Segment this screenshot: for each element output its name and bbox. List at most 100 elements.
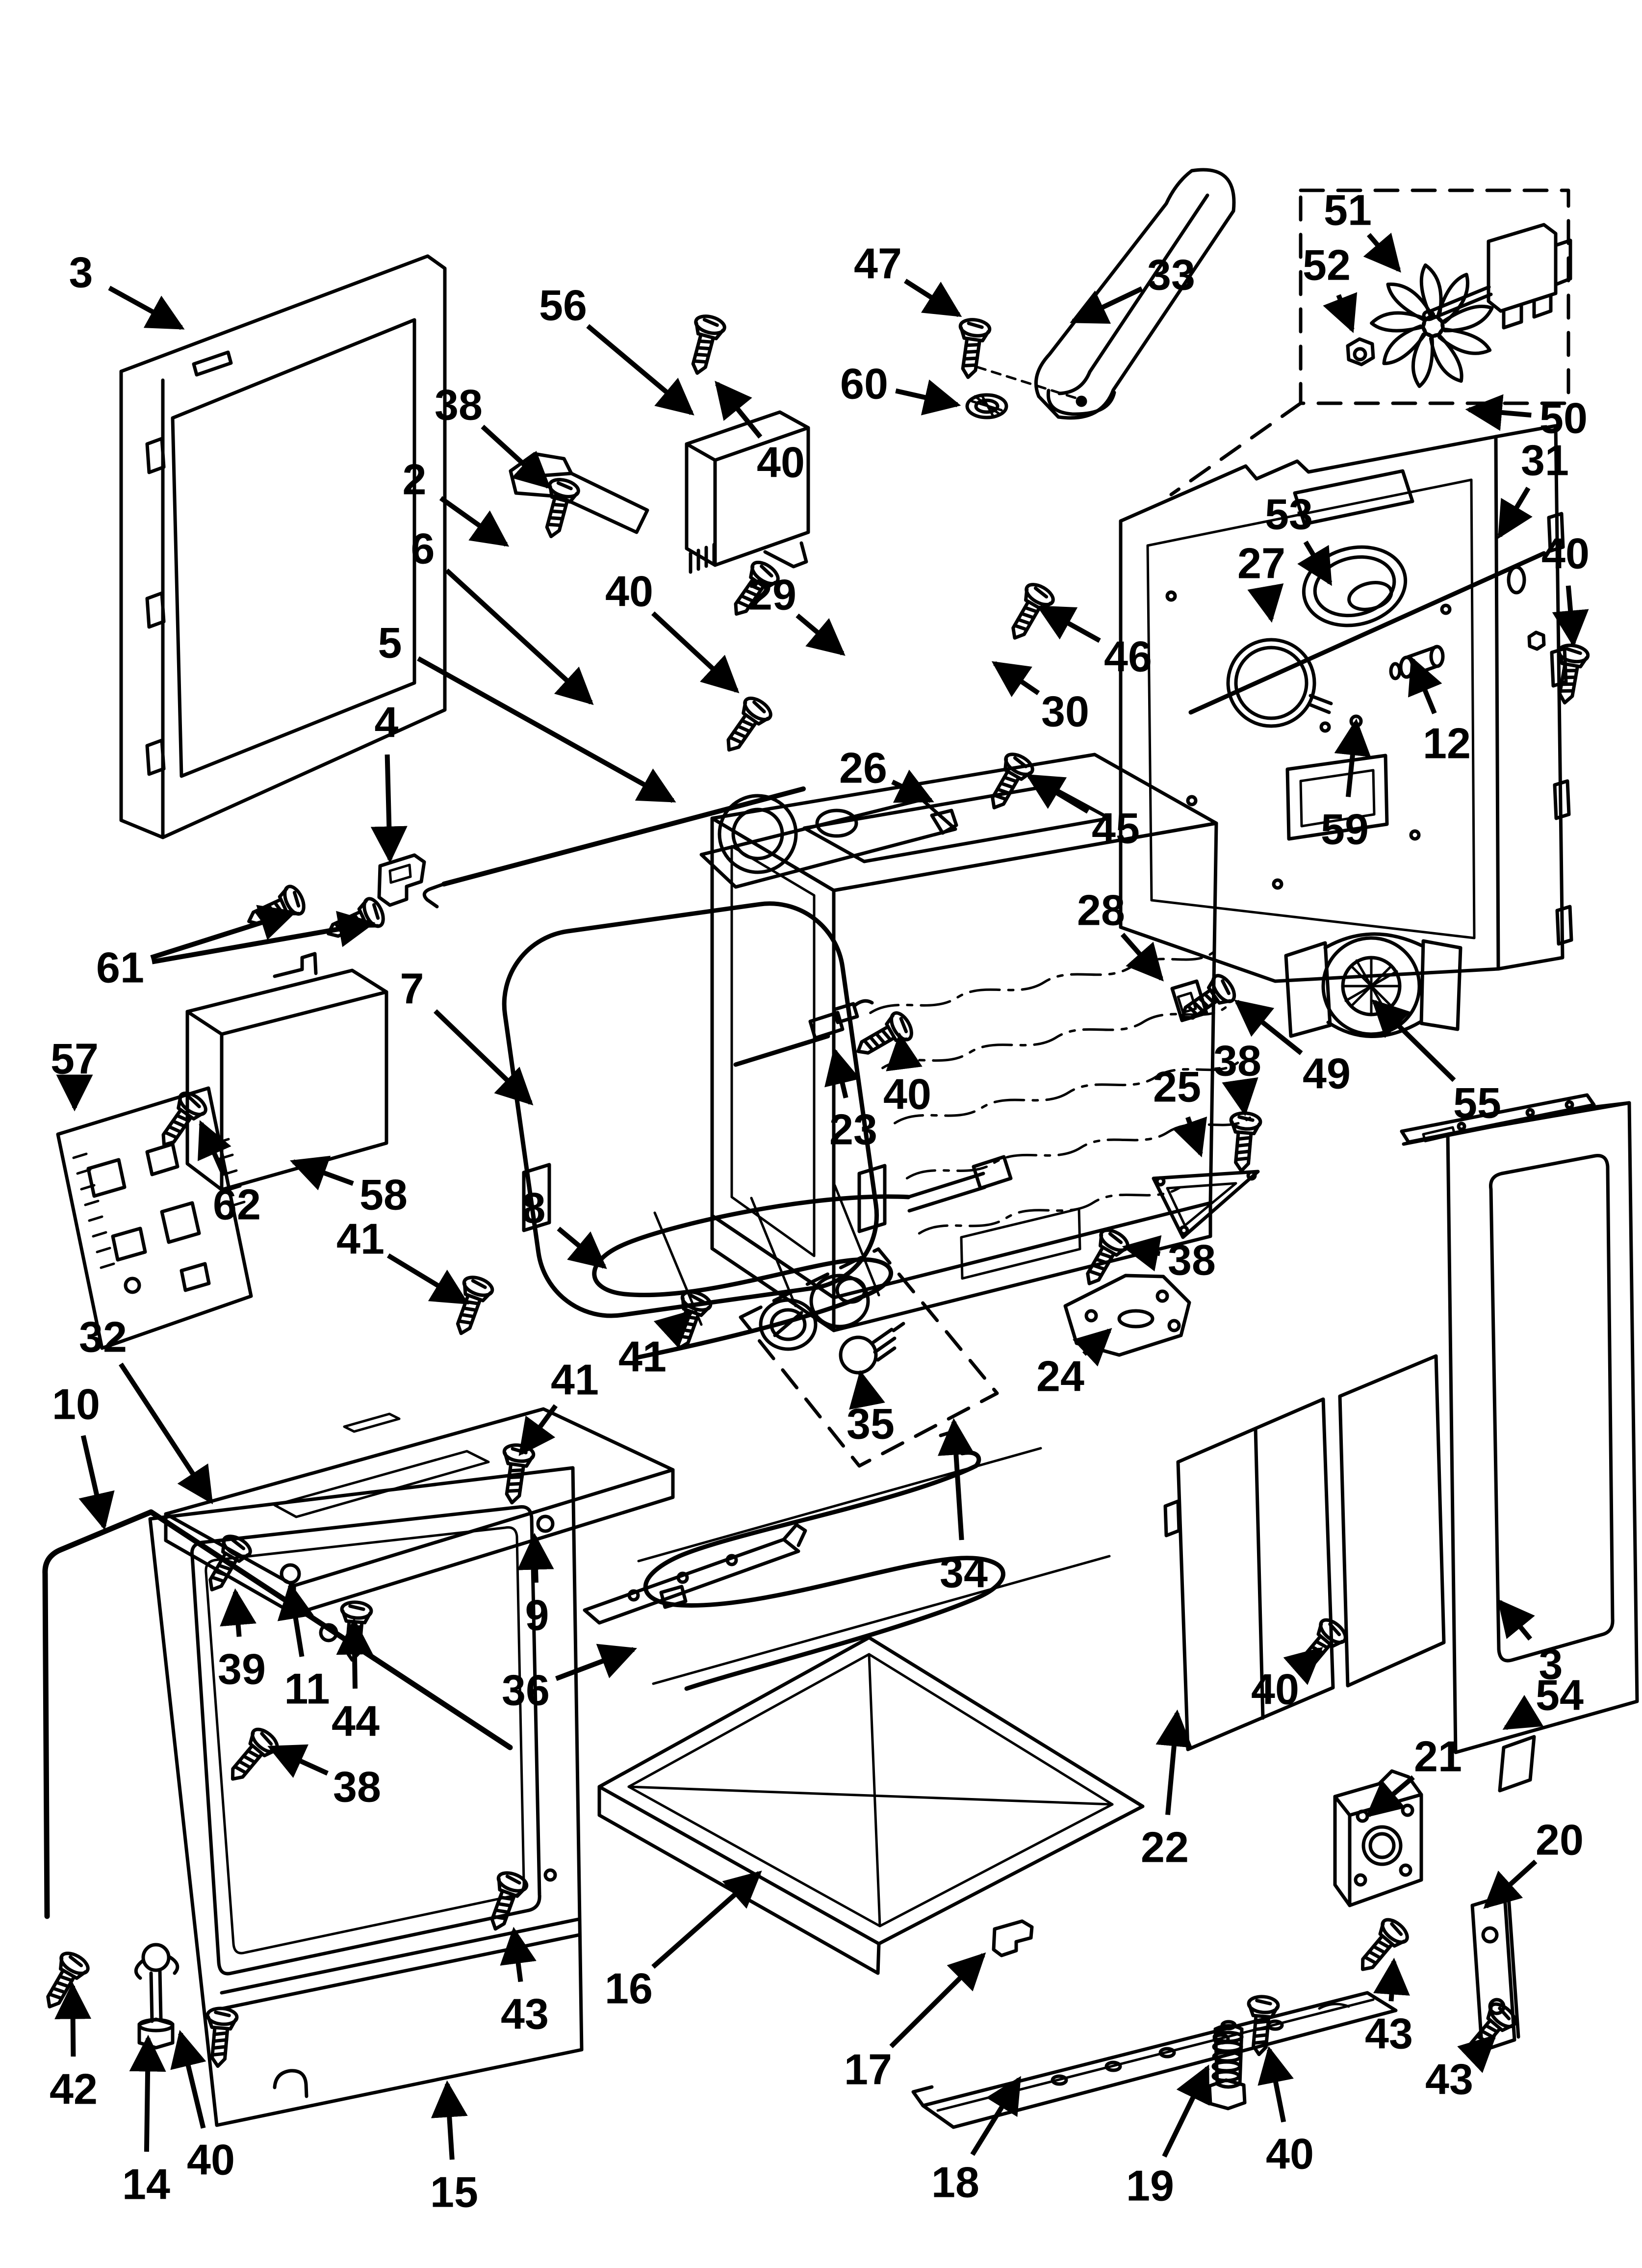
callout-57: 57 [51, 1035, 99, 1112]
screw-38 [537, 477, 580, 541]
callout-43: 43 [1365, 1957, 1413, 2058]
callout-54: 54 [1502, 1671, 1584, 1730]
screw-40 [717, 694, 774, 758]
callout-arrow [220, 1588, 257, 1637]
screw-43 [1351, 1915, 1411, 1979]
callout-arrow [108, 286, 185, 330]
callout-51: 51 [1324, 186, 1401, 273]
callout-arrow [417, 656, 676, 803]
callout-39: 39 [218, 1588, 266, 1694]
callout-6: 6 [411, 524, 594, 705]
callout-36: 36 [502, 1643, 638, 1715]
callout-44: 44 [332, 1617, 380, 1746]
callout-arrow [434, 1009, 534, 1106]
callout-number: 41 [336, 1215, 385, 1263]
callout-arrow [586, 324, 694, 416]
callout-arrow [1363, 233, 1401, 273]
callout-arrow [937, 1418, 975, 1540]
drawer-rail-18 [911, 1991, 1398, 2129]
callout-56: 56 [539, 281, 694, 416]
latch-rod-5 [422, 786, 806, 909]
callout-49: 49 [1234, 999, 1351, 1098]
callout-arrow [336, 1617, 373, 1689]
grommet-60 [965, 393, 1008, 419]
rear-lower-panels-22 [1163, 1354, 1446, 1751]
callout-number: 24 [1036, 1352, 1084, 1401]
callout-arrow [277, 1582, 314, 1657]
callout-arrow [1234, 999, 1303, 1055]
door-latch-motor-6 [699, 794, 958, 889]
screw-40 [851, 1010, 916, 1064]
callout-number: 43 [1425, 2055, 1473, 2104]
callout-number: 15 [430, 2168, 478, 2216]
screw-62 [152, 1089, 209, 1153]
callout-16: 16 [605, 1871, 762, 2013]
callout-40: 40 [170, 2030, 235, 2184]
callout-arrow [1465, 394, 1532, 431]
callout-number: 3 [69, 248, 93, 297]
callout-arrow [517, 1533, 554, 1583]
callout-19: 19 [1126, 2064, 1210, 2210]
callout-number: 33 [1147, 251, 1195, 299]
plug-button-11 [280, 1563, 301, 1585]
callout-number: 3 [1539, 1640, 1563, 1689]
callout-number: 16 [605, 1964, 653, 2013]
callout-27: 27 [1237, 539, 1285, 623]
callout-arrow [1162, 2064, 1210, 2158]
callout-38: 38 [435, 381, 551, 490]
blower-assembly-55 [1284, 932, 1462, 1038]
callout-arrow [1323, 292, 1358, 333]
callout-22: 22 [1141, 1709, 1193, 1872]
callout-40: 40 [715, 381, 805, 487]
callout-number: 7 [400, 965, 424, 1013]
callout-number: 58 [359, 1171, 408, 1219]
callout-number: 57 [51, 1035, 99, 1083]
callout-8: 8 [522, 1184, 607, 1269]
callout-24: 24 [1036, 1328, 1112, 1401]
callout-53: 53 [1265, 490, 1333, 586]
callout-arrow [1026, 774, 1089, 814]
transformer-56 [685, 410, 810, 574]
latch-keeper-28 [1170, 979, 1208, 1022]
callout-25: 25 [1153, 1063, 1207, 1158]
callout-arrow [891, 769, 934, 803]
callout-number: 23 [829, 1105, 877, 1154]
callout-number: 38 [333, 1763, 381, 1811]
callout-46: 46 [1036, 605, 1152, 681]
callout-38: 38 [1213, 1037, 1261, 1117]
callout-7: 7 [400, 965, 534, 1106]
callout-arrow [557, 1226, 607, 1269]
callout-arrow [1155, 1709, 1193, 1815]
callout-23: 23 [824, 1047, 877, 1154]
callout-number: 43 [501, 1990, 549, 2038]
callout-38: 38 [1122, 1235, 1216, 1284]
callout-26: 26 [839, 744, 934, 803]
callout-number: 54 [1536, 1671, 1584, 1720]
callout-18: 18 [931, 2076, 1022, 2207]
screw-45 [981, 750, 1036, 815]
callout-12: 12 [1408, 656, 1471, 768]
callout-number: 38 [435, 381, 483, 429]
drawer-bottom-pan-16 [597, 1636, 1145, 1975]
callout-55: 55 [1371, 999, 1501, 1127]
screw-41 [447, 1274, 495, 1338]
callout-40: 40 [883, 1032, 931, 1119]
foam-pad-54 [1498, 1735, 1536, 1793]
callout-arrow [651, 1871, 762, 1969]
callout-arrow [1552, 585, 1589, 648]
board-cover-58 [185, 952, 388, 1192]
callout-arrow [1297, 541, 1333, 586]
callout-number: 46 [1104, 632, 1152, 681]
callout-arrow [500, 1927, 537, 1982]
screw-61 [322, 896, 387, 947]
callout-number: 51 [1324, 186, 1372, 235]
fan-nut-52 [1346, 337, 1375, 366]
callout-arrow [886, 1032, 923, 1071]
callout-number: 59 [1321, 805, 1369, 854]
callout-number: 28 [1077, 886, 1125, 935]
screw-38 [1227, 1112, 1261, 1172]
callout-arrow [431, 2080, 468, 2160]
door-glass-retainer-10 [42, 1509, 513, 1919]
callout-number: 40 [187, 2136, 235, 2184]
